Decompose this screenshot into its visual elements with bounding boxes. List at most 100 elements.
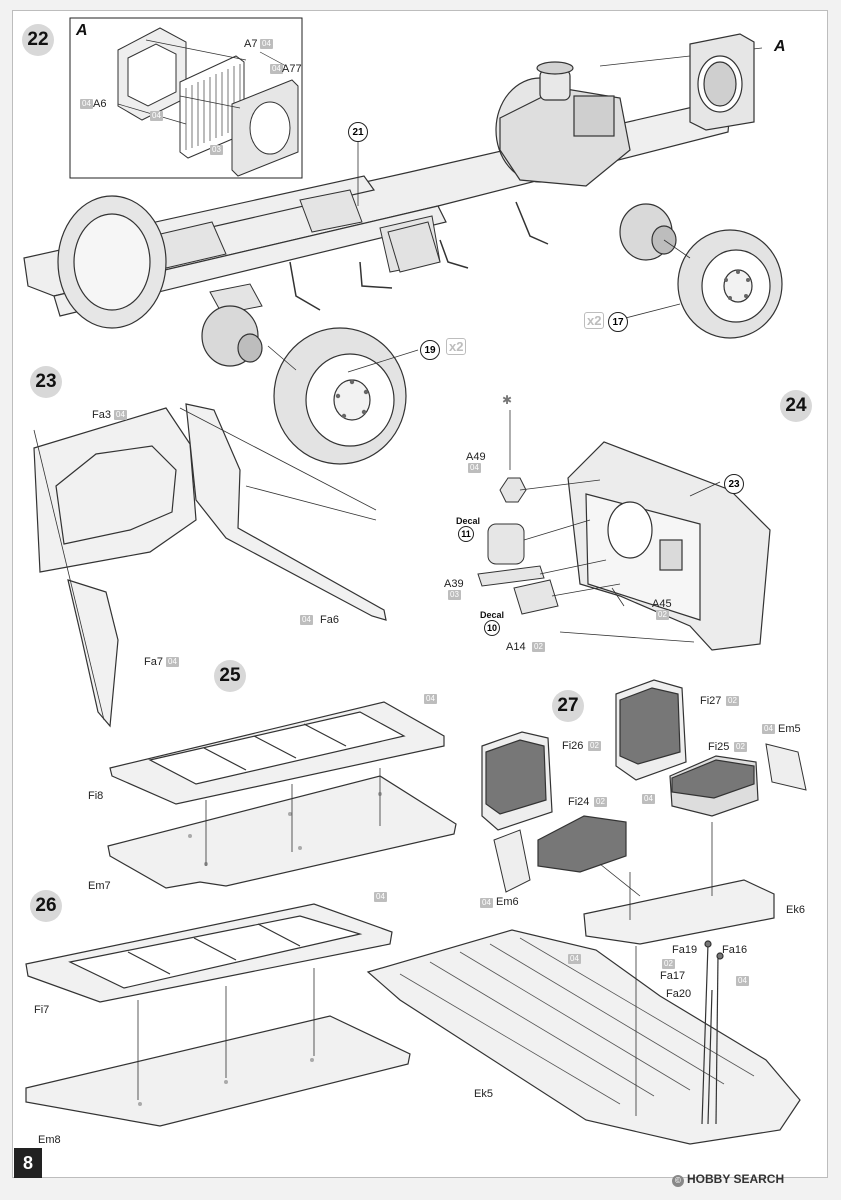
label-em8: Em8 [38, 1134, 61, 1146]
inset-radiator-frame [117, 27, 187, 121]
qty-x2-front: x2 [584, 312, 605, 329]
step-23-badge: 23 [30, 366, 62, 398]
chip-fi27: 02 [726, 696, 739, 706]
chip-fa17: 02 [662, 959, 675, 969]
label-fi25: Fi25 [708, 741, 730, 753]
fuel-tank [387, 221, 441, 273]
decal-word-11: Decal [456, 516, 481, 526]
ref-23: 23 [724, 474, 744, 494]
dashboard-panel [567, 441, 771, 651]
brackets [289, 201, 549, 311]
step-25-badge: 25 [214, 660, 246, 692]
seat-frame-fi7 [25, 903, 393, 1003]
chip-a49: 04 [468, 463, 481, 473]
label-a39: A39 [444, 578, 464, 590]
inset-radiator-core [179, 55, 245, 159]
chip-em6: 04 [480, 898, 493, 908]
cab-side-panel-fa6 [185, 403, 387, 621]
chip-a7: 04 [260, 39, 273, 49]
seat-base-em7 [107, 775, 457, 889]
step-26-badge: 26 [30, 890, 62, 922]
label-em5: Em5 [778, 723, 801, 735]
label-fa6: Fa6 [320, 614, 339, 626]
cab-floor-ek5 [366, 929, 801, 1145]
chip-fa7: 04 [166, 657, 179, 667]
label-fa7: Fa7 [144, 656, 163, 668]
chip-fa3: 04 [114, 410, 127, 420]
seat-back-fi27 [615, 679, 687, 781]
step-22-badge: 22 [22, 24, 54, 56]
seat-box-ek6 [583, 879, 775, 945]
label-fa3: Fa3 [92, 409, 111, 421]
front-wheel-17 [677, 229, 783, 339]
chip-s26: 04 [374, 892, 387, 902]
decal-10: 10 [484, 620, 500, 636]
chip-fi26: 02 [588, 741, 601, 751]
chip-fa6: 04 [300, 615, 313, 625]
chip-a39: 03 [448, 590, 461, 600]
leader-lines-24 [509, 410, 721, 643]
chip-inset-03: 03 [210, 145, 223, 155]
seat-base-em8 [25, 1015, 411, 1127]
chip-em5: 04 [762, 724, 775, 734]
seat-cushion-fi24 [537, 815, 627, 873]
arrows-26 [137, 968, 315, 1100]
chip-s25: 04 [424, 694, 437, 704]
step-27-badge: 27 [552, 690, 584, 722]
seat-side-em5 [765, 743, 807, 791]
inset-callout: A [774, 38, 786, 55]
part-a49 [499, 477, 527, 503]
rear-hub-assembly [201, 305, 263, 367]
seat-cushion-fi25 [669, 755, 759, 817]
chip-fi27-back: 04 [642, 794, 655, 804]
part-a39-filter [477, 523, 545, 587]
label-a6: A6 [93, 98, 107, 110]
qty-x2-rear: x2 [446, 338, 467, 355]
ref-17: 17 [608, 312, 628, 332]
decal-11: 11 [458, 526, 474, 542]
radiator-assembly [689, 33, 755, 131]
inset-shroud [231, 79, 299, 177]
label-em7: Em7 [88, 880, 111, 892]
label-fi7: Fi7 [34, 1004, 50, 1016]
label-fi27: Fi27 [700, 695, 722, 707]
label-fa20: Fa20 [666, 988, 692, 1000]
chip-fi25: 02 [734, 742, 747, 752]
front-hub-assembly [619, 203, 677, 261]
label-a7: A7 [244, 38, 258, 50]
seat-frame-fi8 [109, 701, 445, 805]
rear-wheel-behind [57, 195, 167, 329]
asterisk-icon: ✱ [502, 393, 513, 407]
chip-a6: 04 [80, 99, 93, 109]
ref-21: 21 [348, 122, 368, 142]
label-fa16: Fa16 [722, 944, 748, 956]
label-ek6: Ek6 [786, 904, 805, 916]
copyright-logo-icon: © [672, 1175, 684, 1187]
step-24-badge: 24 [780, 390, 812, 422]
chip-a14: 02 [532, 642, 545, 652]
label-a77: A77 [282, 63, 302, 75]
chip-floor: 04 [568, 954, 581, 964]
watermark-text: HOBBY SEARCH [687, 1172, 785, 1186]
label-fi8: Fi8 [88, 790, 104, 802]
cab-floor-panel [33, 407, 197, 573]
cab-side-panel-fa7 [67, 579, 119, 728]
part-a14-lamp [513, 579, 559, 615]
chip-fa16: 04 [736, 976, 749, 986]
label-a14: A14 [506, 641, 526, 653]
label-fa17: Fa17 [660, 970, 686, 982]
label-a45: A45 [652, 598, 672, 610]
label-fi24: Fi24 [568, 796, 590, 808]
label-fa19: Fa19 [672, 944, 698, 956]
label-ek5: Ek5 [474, 1088, 493, 1100]
chip-inset-04: 04 [150, 111, 163, 121]
chip-fi24: 02 [594, 797, 607, 807]
label-fi26: Fi26 [562, 740, 584, 752]
seat-back-fi26 [481, 731, 553, 831]
gear-levers [701, 940, 724, 1125]
chip-a77: 04 [270, 64, 283, 74]
inset-frame [69, 17, 303, 179]
decal-word-10: Decal [480, 610, 505, 620]
arrows-25 [205, 768, 381, 866]
